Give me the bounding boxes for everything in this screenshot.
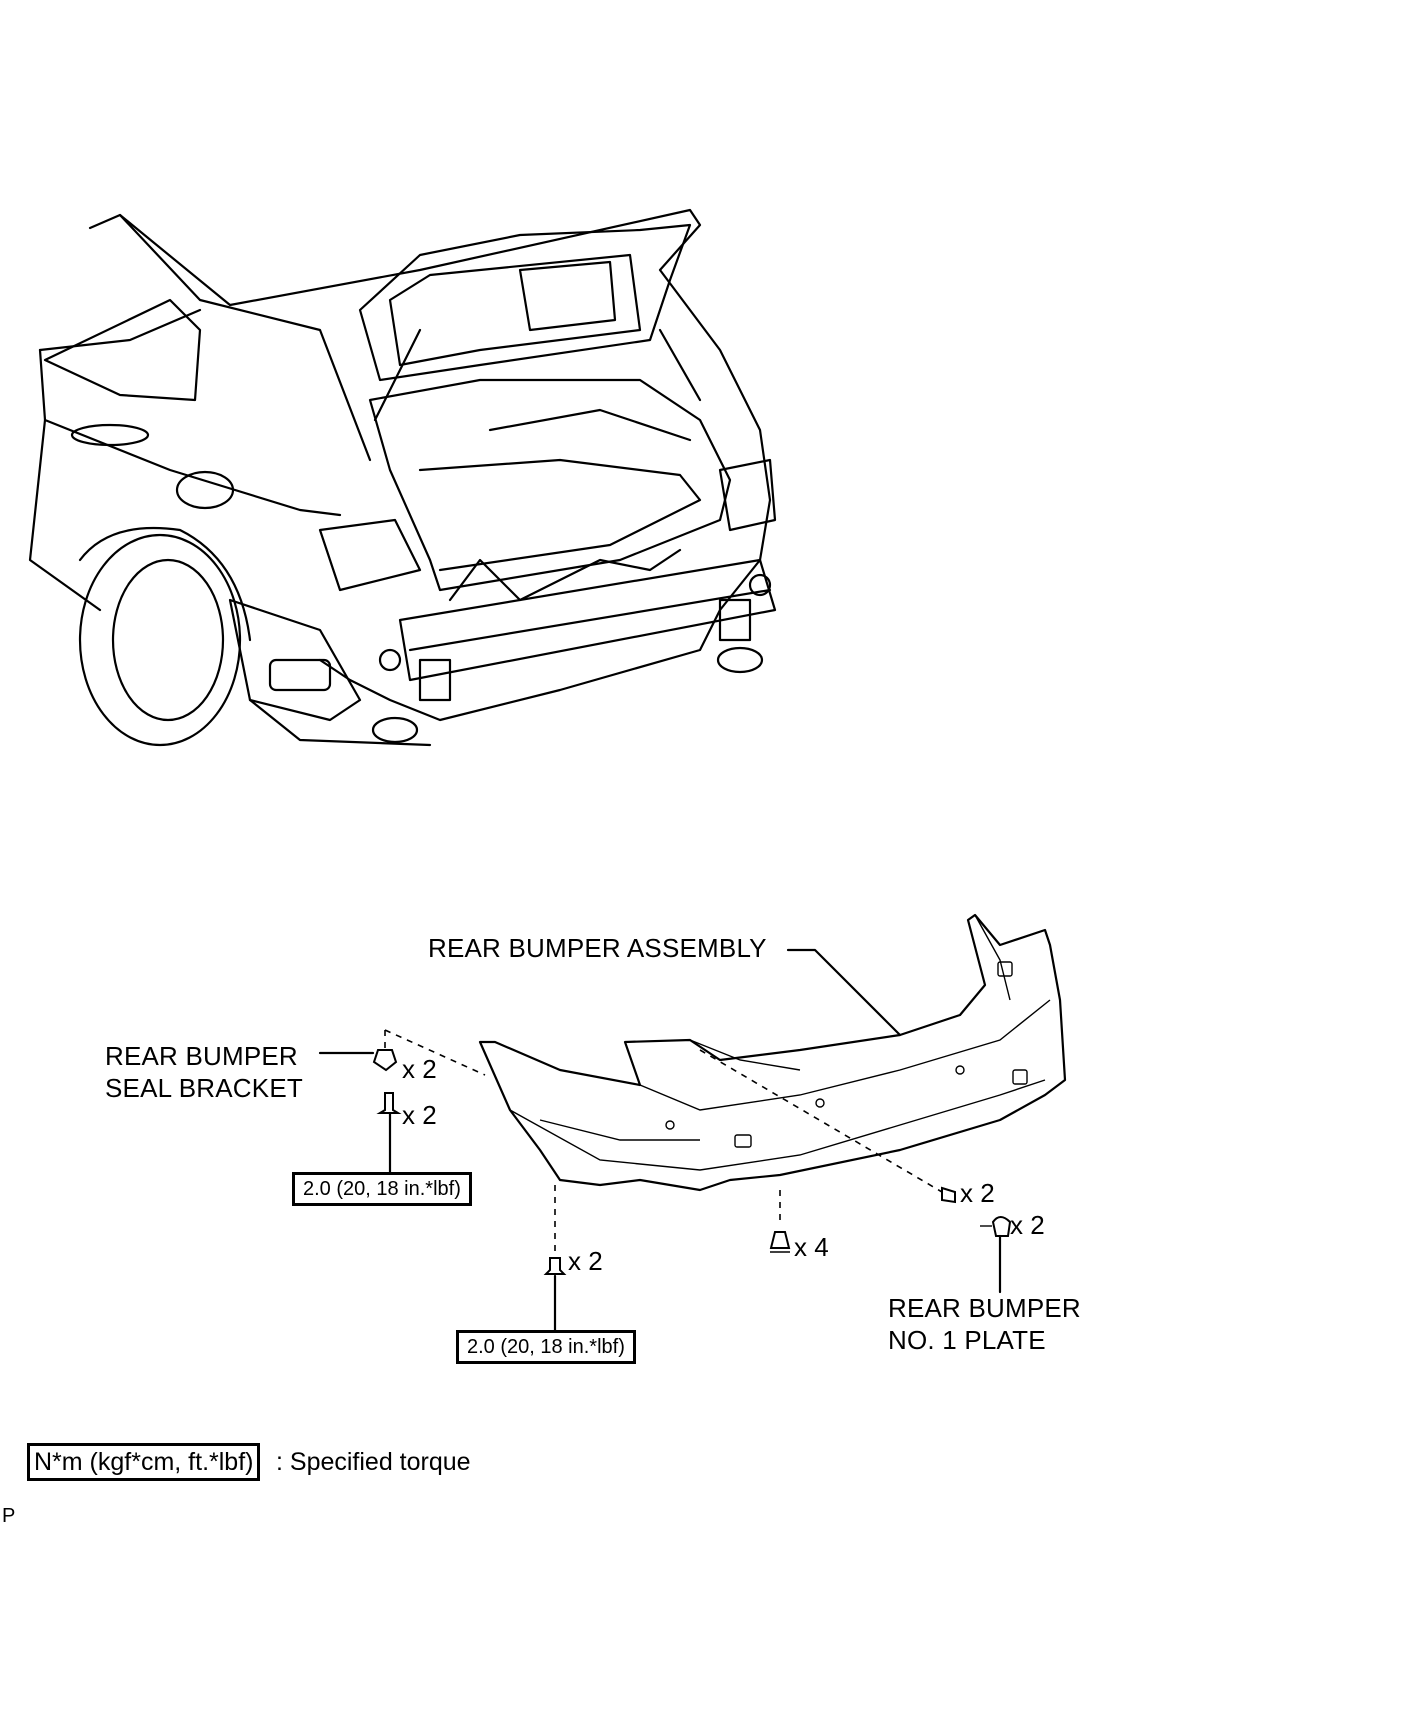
torque-legend-text: : Specified torque: [276, 1448, 471, 1476]
seal-bracket-label-line2: SEAL BRACKET: [105, 1073, 303, 1103]
rear-bumper-no1-plate-icon: [991, 1216, 1012, 1237]
no1-plate-label-line1: REAR BUMPER: [888, 1293, 1081, 1323]
rear-bumper-assembly-label: REAR BUMPER ASSEMBLY: [428, 933, 767, 963]
rear-bumper-cover: [478, 913, 1067, 1192]
seal-bracket-clip-icon: [372, 1049, 398, 1072]
seal-bracket-screw-icon: [376, 1092, 402, 1114]
bottom-clip-qty: x 4: [794, 1232, 829, 1262]
side-screw-qty: x 2: [960, 1178, 995, 1208]
seal-bracket-clip-qty: x 2: [402, 1054, 437, 1084]
torque-spec-bottom: 2.0 (20, 18 in.*lbf): [456, 1330, 636, 1364]
torque-legend-box: N*m (kgf*cm, ft.*lbf): [27, 1443, 261, 1481]
seal-bracket-screw-qty: x 2: [402, 1100, 437, 1130]
plate-qty: x 2: [1010, 1210, 1045, 1240]
figure-code: P: [2, 1505, 16, 1527]
bottom-screw-qty: x 2: [568, 1246, 603, 1276]
torque-spec-left: 2.0 (20, 18 in.*lbf): [292, 1172, 472, 1206]
no1-plate-label-line2: NO. 1 PLATE: [888, 1325, 1046, 1355]
bottom-clip-icon: [769, 1231, 791, 1249]
bottom-screw-icon: [543, 1257, 567, 1275]
seal-bracket-label-line1: REAR BUMPER: [105, 1041, 298, 1071]
side-screw-icon: [941, 1186, 956, 1204]
